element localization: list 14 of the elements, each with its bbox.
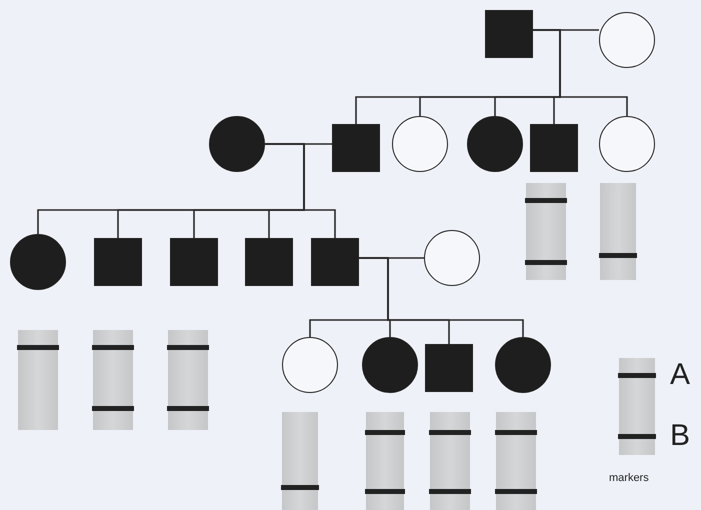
- affected-male-square: [170, 238, 218, 286]
- affected-male-square: [425, 344, 473, 392]
- descent-line: [265, 143, 336, 238]
- affected-male-square: [94, 238, 142, 286]
- affected-male-square: [332, 124, 380, 172]
- descent-line: [533, 29, 628, 116]
- affected-male-square: [311, 238, 359, 286]
- affected-male-square: [245, 238, 293, 286]
- marker-label: A: [670, 358, 690, 392]
- affected-male-square: [485, 10, 533, 58]
- affected-male-square: [530, 124, 578, 172]
- markers-caption: markers: [609, 472, 649, 484]
- marker-label: B: [670, 419, 690, 453]
- descent-line: [359, 257, 524, 337]
